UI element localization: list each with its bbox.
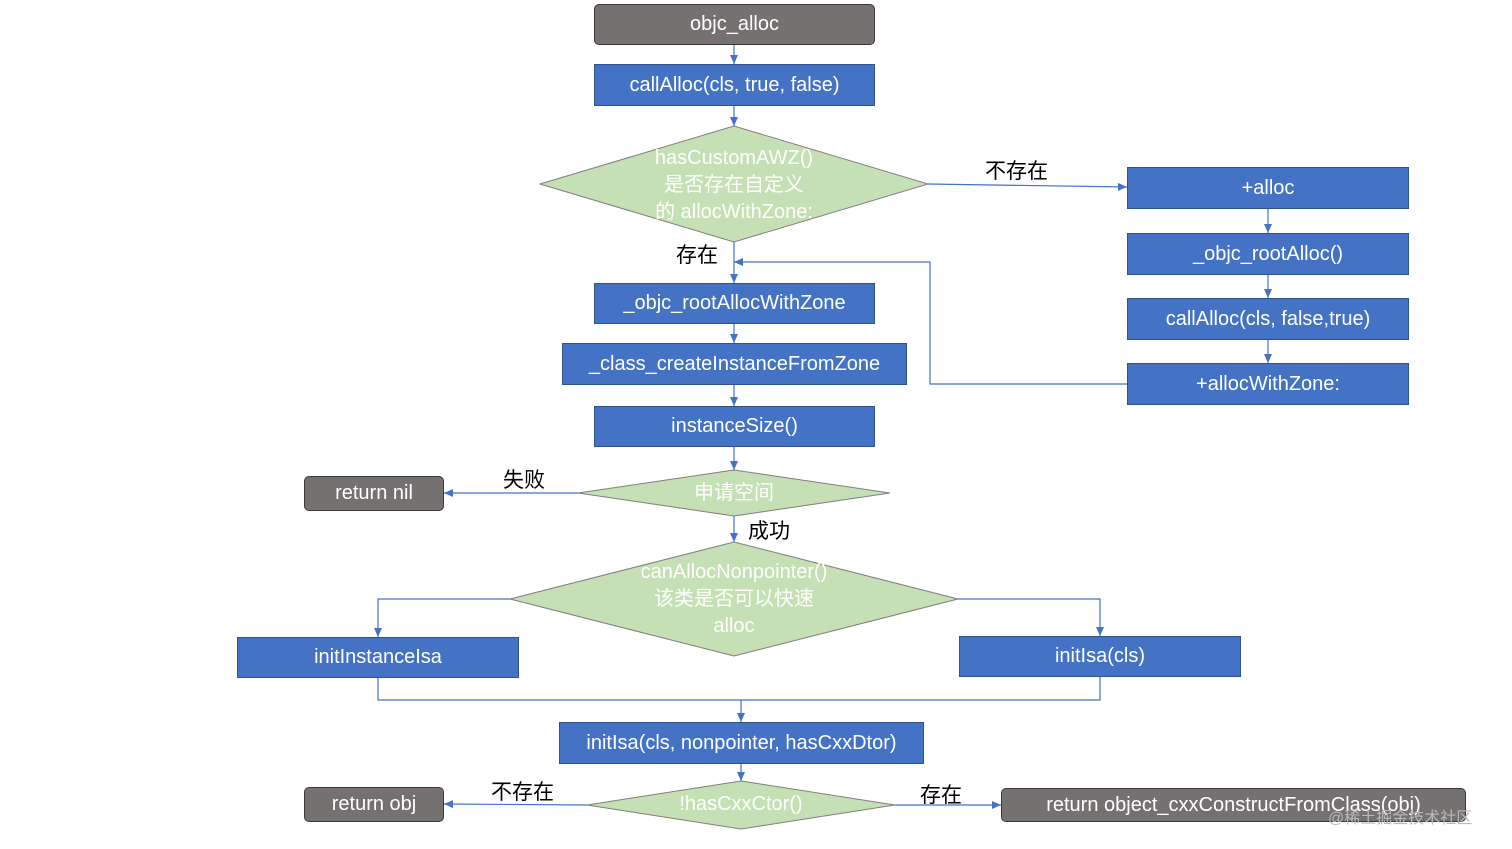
decision-text-hasCustomAWZ: hasCustomAWZ() 是否存在自定义 的 allocWithZone: — [600, 145, 868, 226]
node-initInstanceIsa: initInstanceIsa — [237, 637, 519, 678]
decision-line-3: alloc — [713, 615, 755, 637]
decision-text-canAllocNonpointer: canAllocNonpointer() 该类是否可以快速 alloc — [584, 559, 884, 640]
node-callAlloc-false-true: callAlloc(cls, false,true) — [1127, 298, 1409, 340]
node-objc-rootAllocWithZone: _objc_rootAllocWithZone — [594, 283, 875, 324]
node-initIsa-full: initIsa(cls, nonpointer, hasCxxDtor) — [559, 722, 924, 764]
decision-line-1: canAllocNonpointer() — [640, 561, 828, 583]
edge-allocWithZone-loopback — [734, 258, 1127, 385]
decision-line-2: 是否存在自定义 — [664, 174, 804, 196]
watermark: @稀土掘金技术社区 — [1328, 810, 1473, 827]
node-objc-rootAlloc: _objc_rootAlloc() — [1127, 233, 1409, 275]
decision-hasCxxCtor — [586, 780, 896, 830]
edge-canAlloc-initIsa — [958, 598, 1104, 636]
decision-line-2: 该类是否可以快速 — [654, 588, 814, 610]
edge-hasCustomAWZ-alloc — [927, 182, 1128, 191]
decision-line-1: hasCustomAWZ() — [654, 147, 814, 169]
edge-initInstanceIsa-merge — [377, 677, 1101, 701]
edge-label-not-exist-1: 不存在 — [985, 160, 1048, 183]
decision-text-hasCxxCtor: !hasCxxCtor() — [679, 793, 803, 815]
node-instanceSize: instanceSize() — [594, 406, 875, 447]
edge-hasCxxCtor-returnObj — [443, 800, 588, 809]
decision-canAllocNonpointer — [509, 541, 959, 657]
node-alloc: +alloc — [1127, 167, 1409, 209]
node-objc-alloc: objc_alloc — [594, 4, 875, 45]
edge-label-fail: 失败 — [503, 469, 545, 492]
node-return-obj: return obj — [304, 787, 444, 822]
node-allocWithZone: +allocWithZone: — [1127, 363, 1409, 405]
edge-label-not-exist-2: 不存在 — [491, 781, 554, 804]
decision-line-3: 的 allocWithZone: — [655, 201, 813, 223]
node-return-nil: return nil — [304, 476, 444, 511]
edge-label-success: 成功 — [748, 520, 790, 543]
edge-canAlloc-initInstanceIsa — [374, 598, 510, 637]
node-return-cxxConstruct: return object_cxxConstructFromClass(obj) — [1001, 788, 1466, 822]
node-initIsa-cls: initIsa(cls) — [959, 636, 1241, 677]
decision-text-apply-space: 申请空间 — [694, 482, 774, 504]
edge-label-exist-1: 存在 — [676, 244, 718, 267]
node-class-createInstanceFromZone: _class_createInstanceFromZone — [562, 343, 907, 385]
edge-label-exist-2: 存在 — [920, 784, 962, 807]
node-callAlloc: callAlloc(cls, true, false) — [594, 64, 875, 106]
